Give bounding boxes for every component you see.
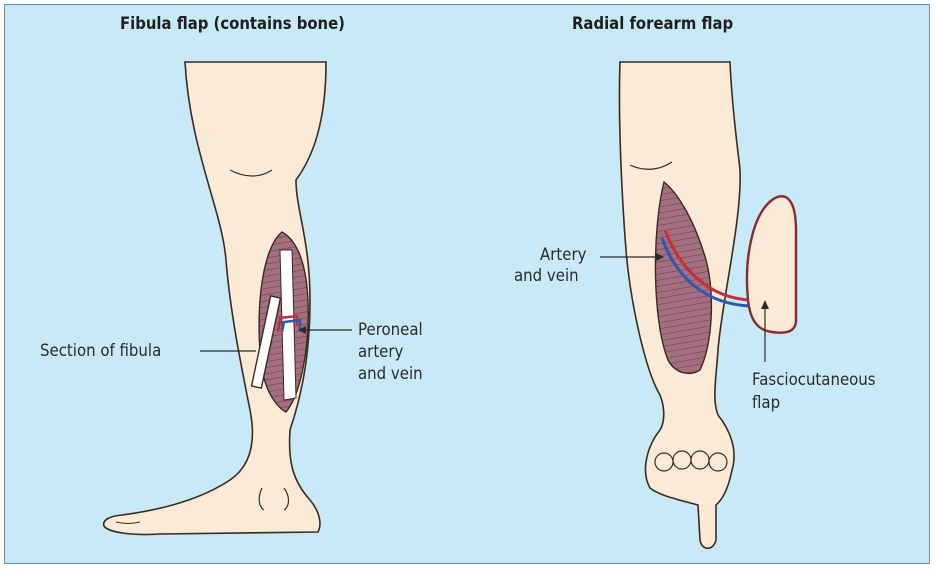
fibula-flap-title: Fibula flap (contains bone) <box>120 14 345 33</box>
peroneal-label-line2: artery <box>358 342 403 362</box>
forearm-illustration <box>600 62 796 548</box>
peroneal-label-line3: and vein <box>358 364 423 384</box>
artery-label-line2: and vein <box>514 266 579 286</box>
radial-forearm-flap-title: Radial forearm flap <box>572 14 733 33</box>
fasciocutaneous-label-line2: flap <box>752 393 780 413</box>
fasciocutaneous-flap <box>747 196 796 332</box>
artery-label-line1: Artery <box>540 245 586 265</box>
section-of-fibula-label: Section of fibula <box>40 341 161 361</box>
fasciocutaneous-label-line1: Fasciocutaneous <box>752 370 876 390</box>
peroneal-label-line1: Peroneal <box>358 320 423 340</box>
leg-illustration <box>104 62 352 535</box>
